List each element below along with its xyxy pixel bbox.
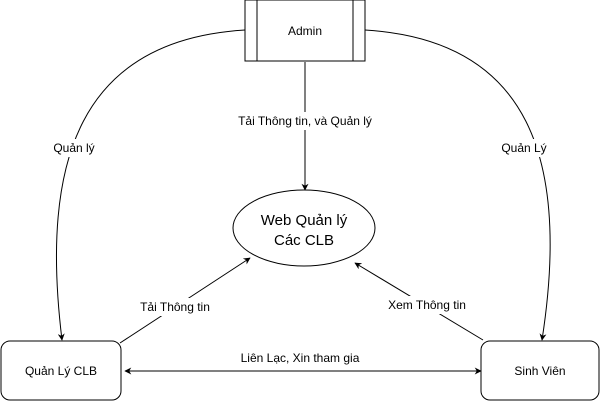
node-web-label-line1: Web Quản lý bbox=[261, 212, 348, 229]
edge-label-admin-to-web-text: Tải Thông tin, và Quản lý bbox=[238, 114, 372, 128]
edge-label-admin-to-club-manager: Quản lý bbox=[44, 139, 104, 157]
edge-admin-to-student bbox=[364, 29, 551, 341]
node-web: Web Quản lý Các CLB bbox=[232, 189, 376, 267]
node-club-manager: Quản Lý CLB bbox=[0, 340, 122, 401]
node-admin-label: Admin bbox=[288, 24, 322, 38]
node-student-label: Sinh Viên bbox=[514, 364, 565, 378]
edge-label-student-to-web-text: Xem Thông tin bbox=[388, 298, 466, 312]
node-student: Sinh Viên bbox=[480, 340, 600, 401]
edge-label-admin-to-student: Quản Lý bbox=[494, 139, 554, 157]
edge-label-admin-to-web: Tải Thông tin, và Quản lý bbox=[225, 112, 385, 130]
edge-label-club-manager-to-web: Tải Thông tin bbox=[130, 298, 220, 316]
edge-admin-to-club-manager bbox=[56, 29, 246, 341]
edge-label-club-manager-student: Liên Lạc, Xin tham gia bbox=[225, 350, 375, 366]
node-admin: Admin bbox=[244, 0, 366, 62]
node-web-label-line2: Các CLB bbox=[274, 232, 334, 249]
edge-label-student-to-web: Xem Thông tin bbox=[377, 296, 477, 314]
edge-label-admin-to-club-manager-text: Quản lý bbox=[53, 141, 94, 155]
edge-label-club-manager-to-web-text: Tải Thông tin bbox=[140, 300, 210, 314]
node-club-manager-label: Quản Lý CLB bbox=[25, 364, 97, 378]
edge-label-admin-to-student-text: Quản Lý bbox=[501, 141, 546, 155]
edge-label-club-manager-student-text: Liên Lạc, Xin tham gia bbox=[241, 351, 360, 365]
